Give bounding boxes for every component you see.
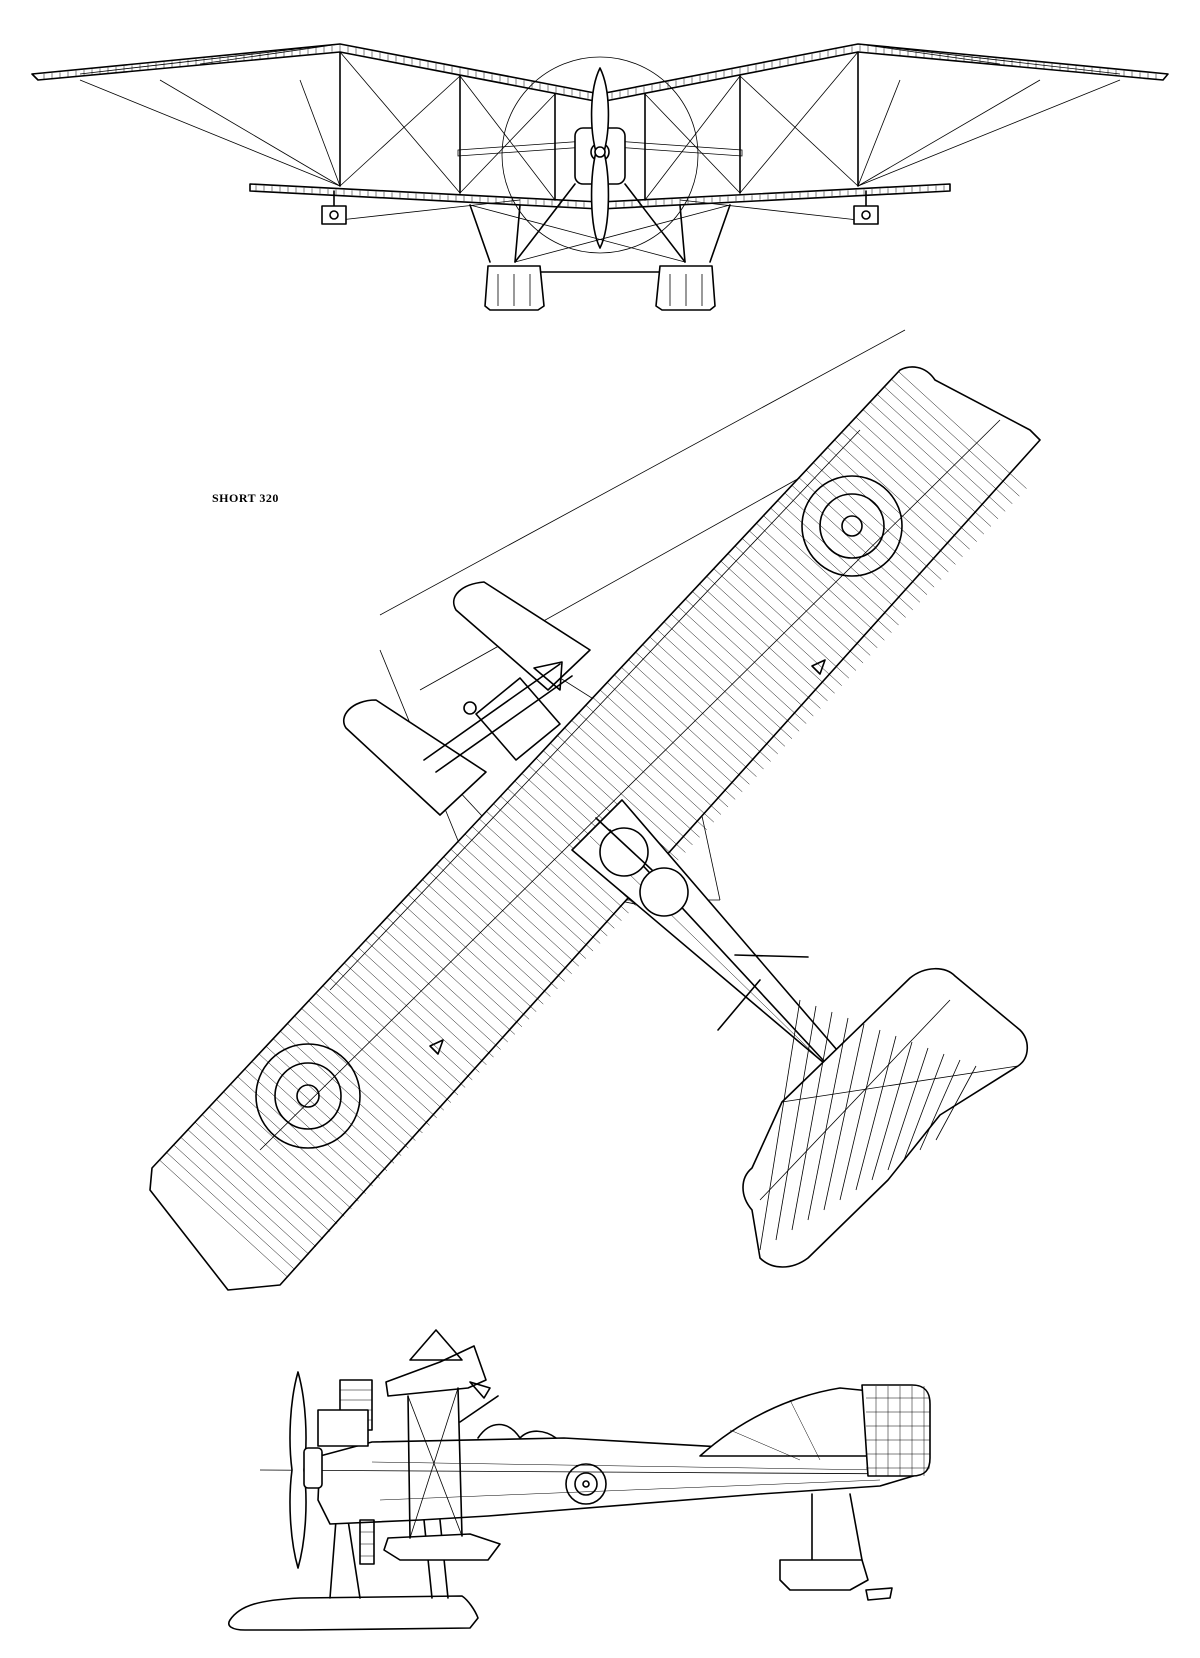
plan-roundel-right xyxy=(801,475,903,577)
side-cockpit-area xyxy=(459,1381,557,1439)
front-wingtip-float-left xyxy=(321,190,347,225)
plan-main-float-lower xyxy=(343,699,487,816)
front-interplane-struts xyxy=(339,51,859,201)
side-tail-float xyxy=(779,1493,893,1601)
side-roundel xyxy=(565,1463,607,1505)
side-view xyxy=(228,1329,931,1631)
front-float-struts xyxy=(469,183,731,273)
front-upper-wing xyxy=(31,43,1169,103)
front-wingtip-float-right xyxy=(853,190,879,225)
front-main-float-right xyxy=(655,265,716,311)
front-propeller xyxy=(590,67,610,249)
front-bracing-wires xyxy=(79,43,1121,221)
side-wings xyxy=(383,1329,501,1561)
side-float xyxy=(228,1519,479,1631)
plan-aileron-markers xyxy=(429,659,826,1055)
front-view xyxy=(31,43,1169,311)
plan-main-float-upper xyxy=(453,581,591,691)
side-propeller xyxy=(289,1371,323,1569)
side-fuselage xyxy=(259,1437,921,1525)
plan-cockpits xyxy=(595,817,689,917)
side-engine xyxy=(317,1379,375,1565)
side-fin-and-rudder xyxy=(699,1384,931,1477)
front-propeller-disc xyxy=(501,56,699,254)
plan-engine-area xyxy=(423,661,573,773)
plan-view xyxy=(149,329,1041,1291)
plan-tailplane xyxy=(742,967,1029,1268)
drawing-title: SHORT 320 xyxy=(212,491,279,505)
plan-roundel-left xyxy=(255,1043,361,1149)
front-main-float-left xyxy=(484,265,545,311)
